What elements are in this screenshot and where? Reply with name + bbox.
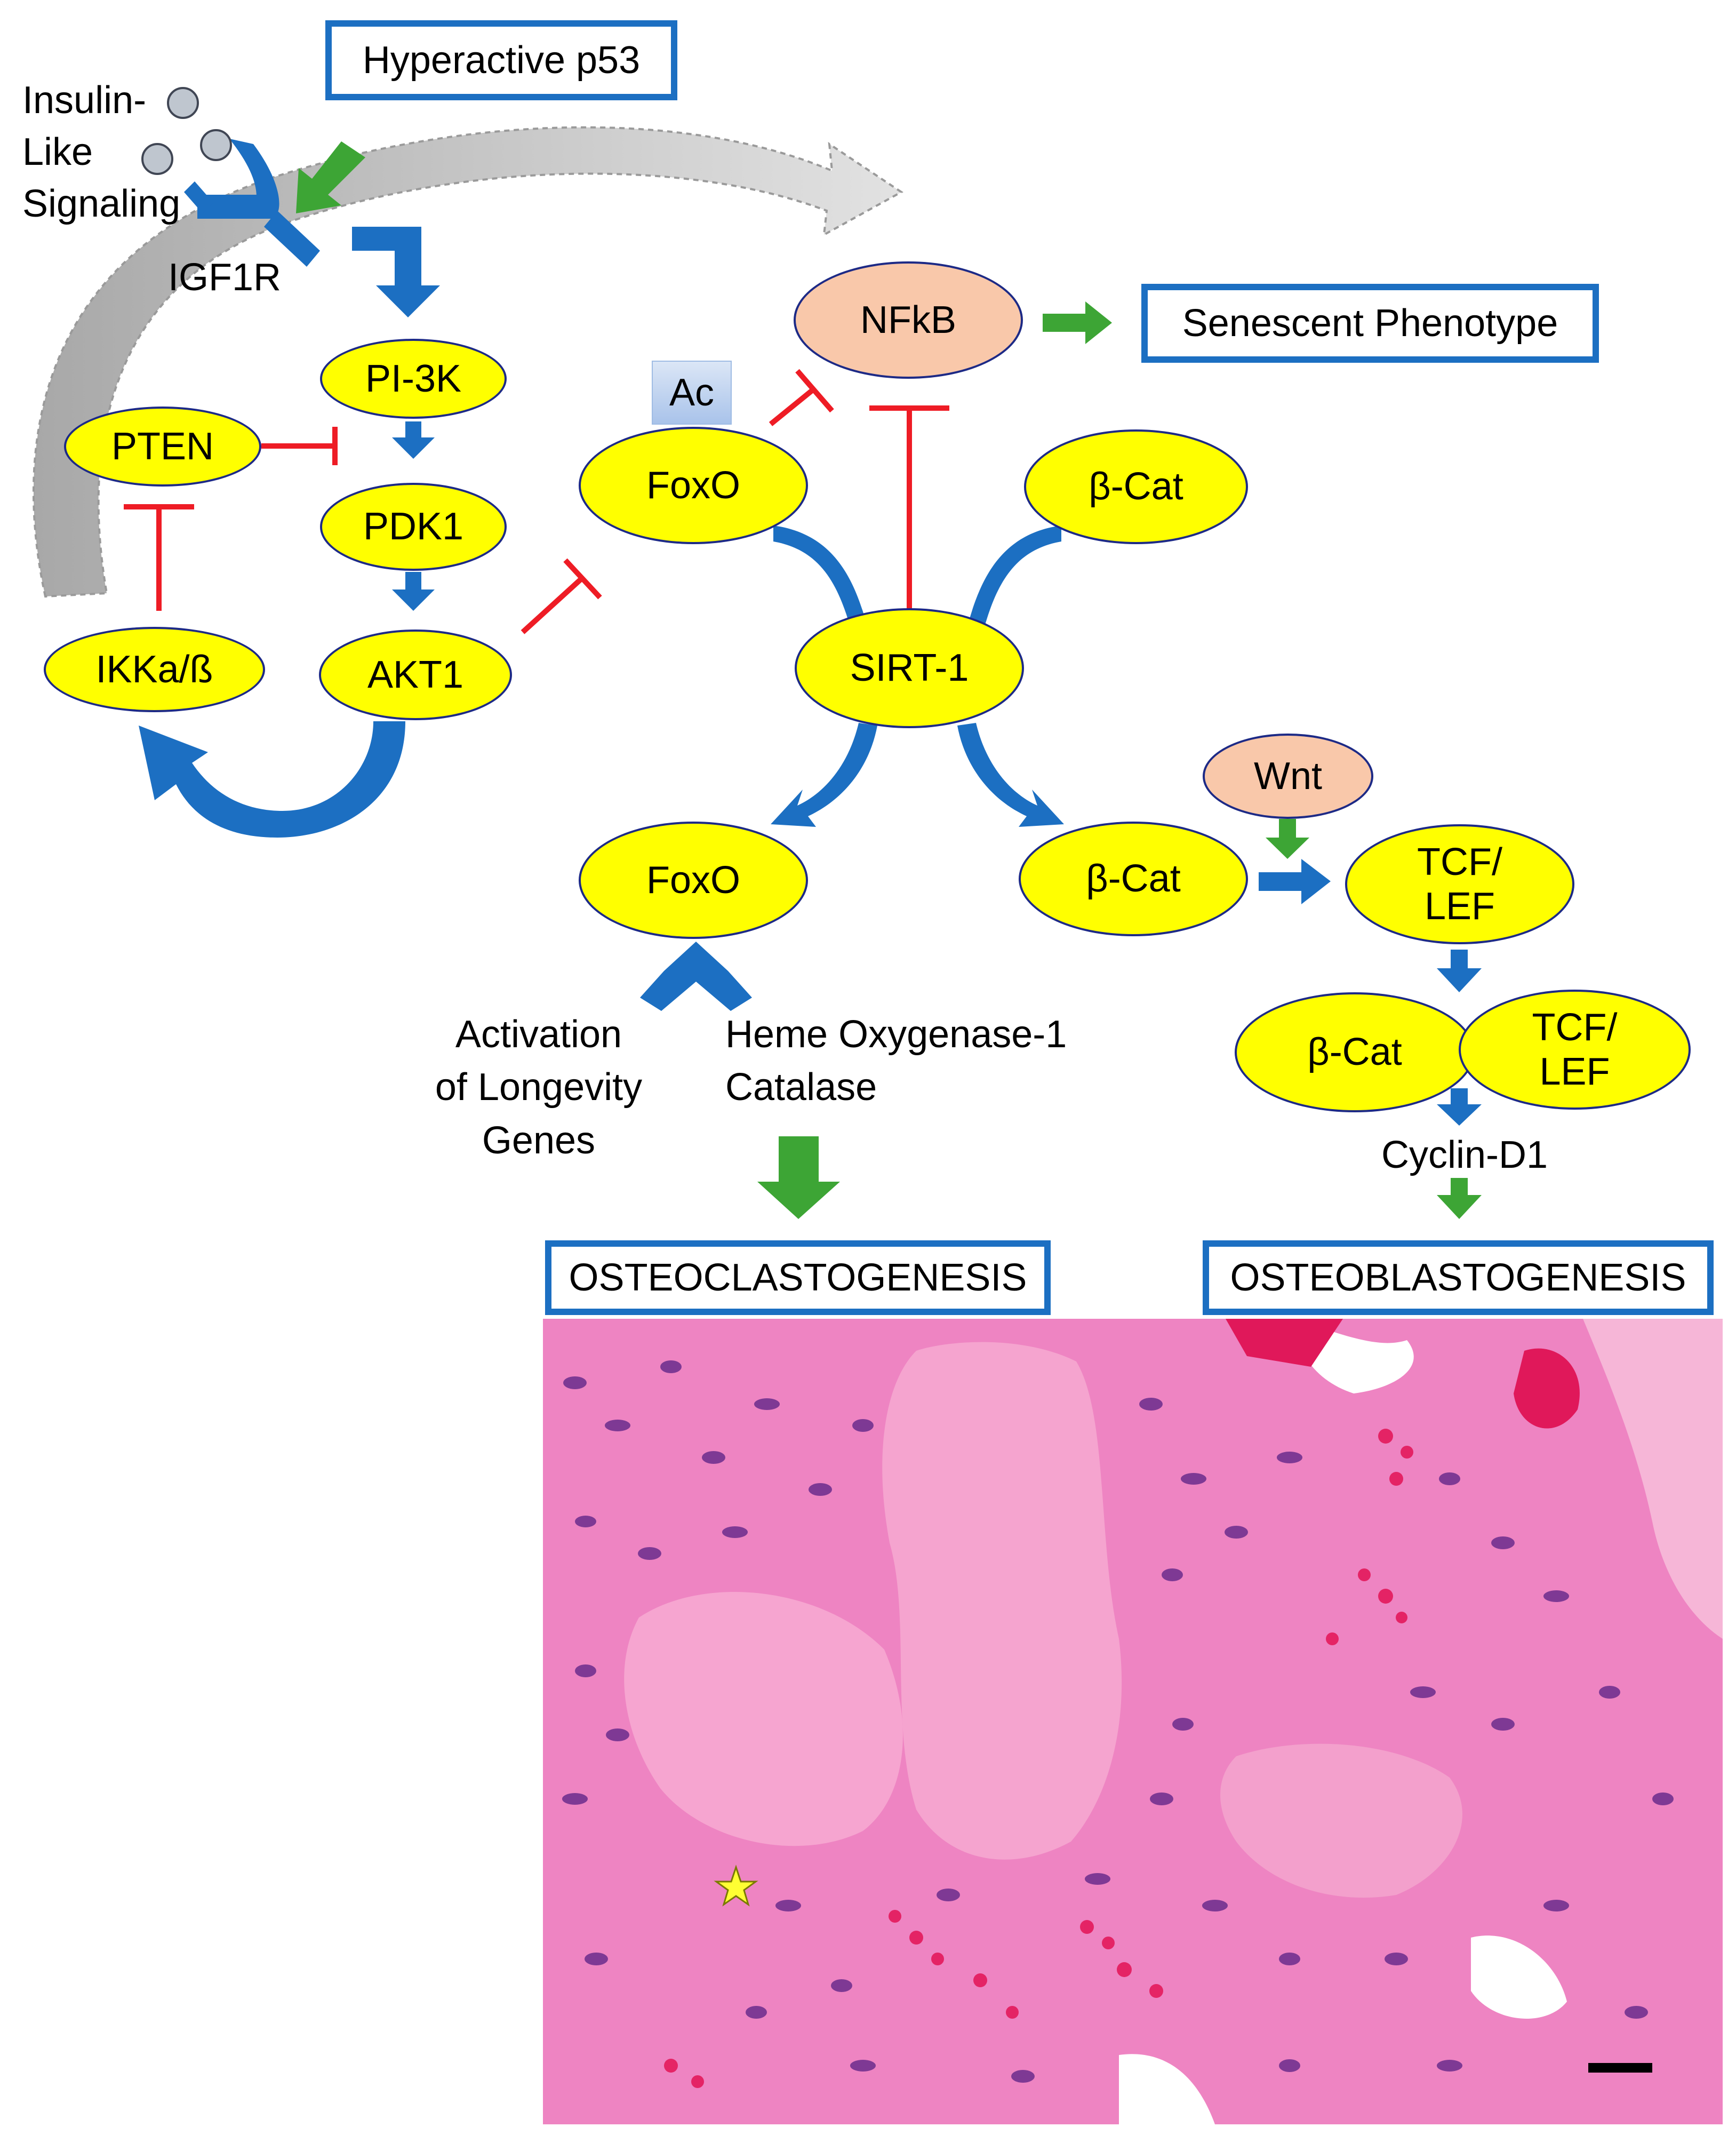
arrow-foxo-divergent: [640, 942, 752, 1011]
arrow-sirt1-bcat-mid: [957, 723, 1064, 827]
green-arrow-p53-receptor: [296, 141, 365, 213]
arrow-complex-cyclin: [1437, 1088, 1482, 1126]
osteoclastogenesis-box: OSTEOCLASTOGENESIS: [545, 1240, 1051, 1315]
arrow-sirt1-bcat-top: [968, 525, 1061, 628]
node-wnt: Wnt: [1203, 734, 1373, 819]
senescent-phenotype-box: Senescent Phenotype: [1141, 284, 1599, 363]
arrow-akt1-ikk: [139, 721, 405, 838]
arrow-tcf-complex: [1437, 950, 1482, 992]
node-tcf-lef-1: TCF/ LEF: [1345, 824, 1574, 944]
node-nfkb: NFkB: [794, 261, 1023, 379]
node-bcat-top: β-Cat: [1024, 429, 1248, 544]
node-foxo-bottom: FoxO: [579, 822, 808, 939]
node-foxo-top: FoxO: [579, 427, 808, 544]
green-arrow-nfkb-senescent: [1043, 301, 1112, 344]
green-arrow-osteoclastogenesis: [757, 1136, 840, 1219]
green-arrow-osteoblastogenesis: [1437, 1178, 1482, 1219]
arrow-sirt1-foxo-top: [773, 525, 867, 628]
ligand-icon: [141, 87, 232, 175]
arrow-receptor-pi3k: [352, 227, 440, 317]
scale-bar: [1588, 2063, 1652, 2073]
node-pten: PTEN: [64, 407, 261, 487]
label-insulin-signaling: Insulin- Like Signaling: [22, 79, 181, 226]
node-ikk: IKKa/ß: [44, 627, 265, 712]
node-sirt1: SIRT-1: [795, 608, 1024, 728]
node-bcat-complex: β-Cat: [1235, 992, 1475, 1112]
osteoblastogenesis-box: OSTEOBLASTOGENESIS: [1203, 1240, 1714, 1315]
acetyl-tag: Ac: [652, 361, 732, 425]
star-marker-icon: [714, 1865, 758, 1907]
green-arrow-wnt: [1266, 819, 1309, 859]
node-bcat-mid: β-Cat: [1019, 822, 1248, 936]
gray-feedback-arrow: [32, 126, 903, 598]
arrow-pi3k-pdk1: [392, 421, 435, 459]
label-cyclin-d1: Cyclin-D1: [1381, 1134, 1548, 1176]
inhibition-lines: [124, 369, 949, 634]
label-igf1r: IGF1R: [168, 256, 282, 299]
node-tcf-lef-2: TCF/ LEF: [1459, 990, 1691, 1110]
arrow-pdk1-akt1: [392, 572, 435, 611]
label-heme-catalase: Heme Oxygenase-1 Catalase: [725, 1013, 1067, 1109]
arrow-bcat-tcf: [1259, 859, 1331, 904]
label-longevity: Activation of Longevity Genes: [435, 1013, 643, 1162]
node-akt1: AKT1: [319, 630, 512, 720]
node-pi3k: PI-3K: [320, 339, 507, 419]
histology-micrograph: [543, 1319, 1723, 2124]
hyperactive-p53-box: Hyperactive p53: [325, 20, 677, 100]
igf1r-receptor-icon: [184, 139, 320, 267]
node-pdk1: PDK1: [320, 483, 507, 571]
arrow-sirt1-foxo-bottom: [771, 723, 877, 827]
